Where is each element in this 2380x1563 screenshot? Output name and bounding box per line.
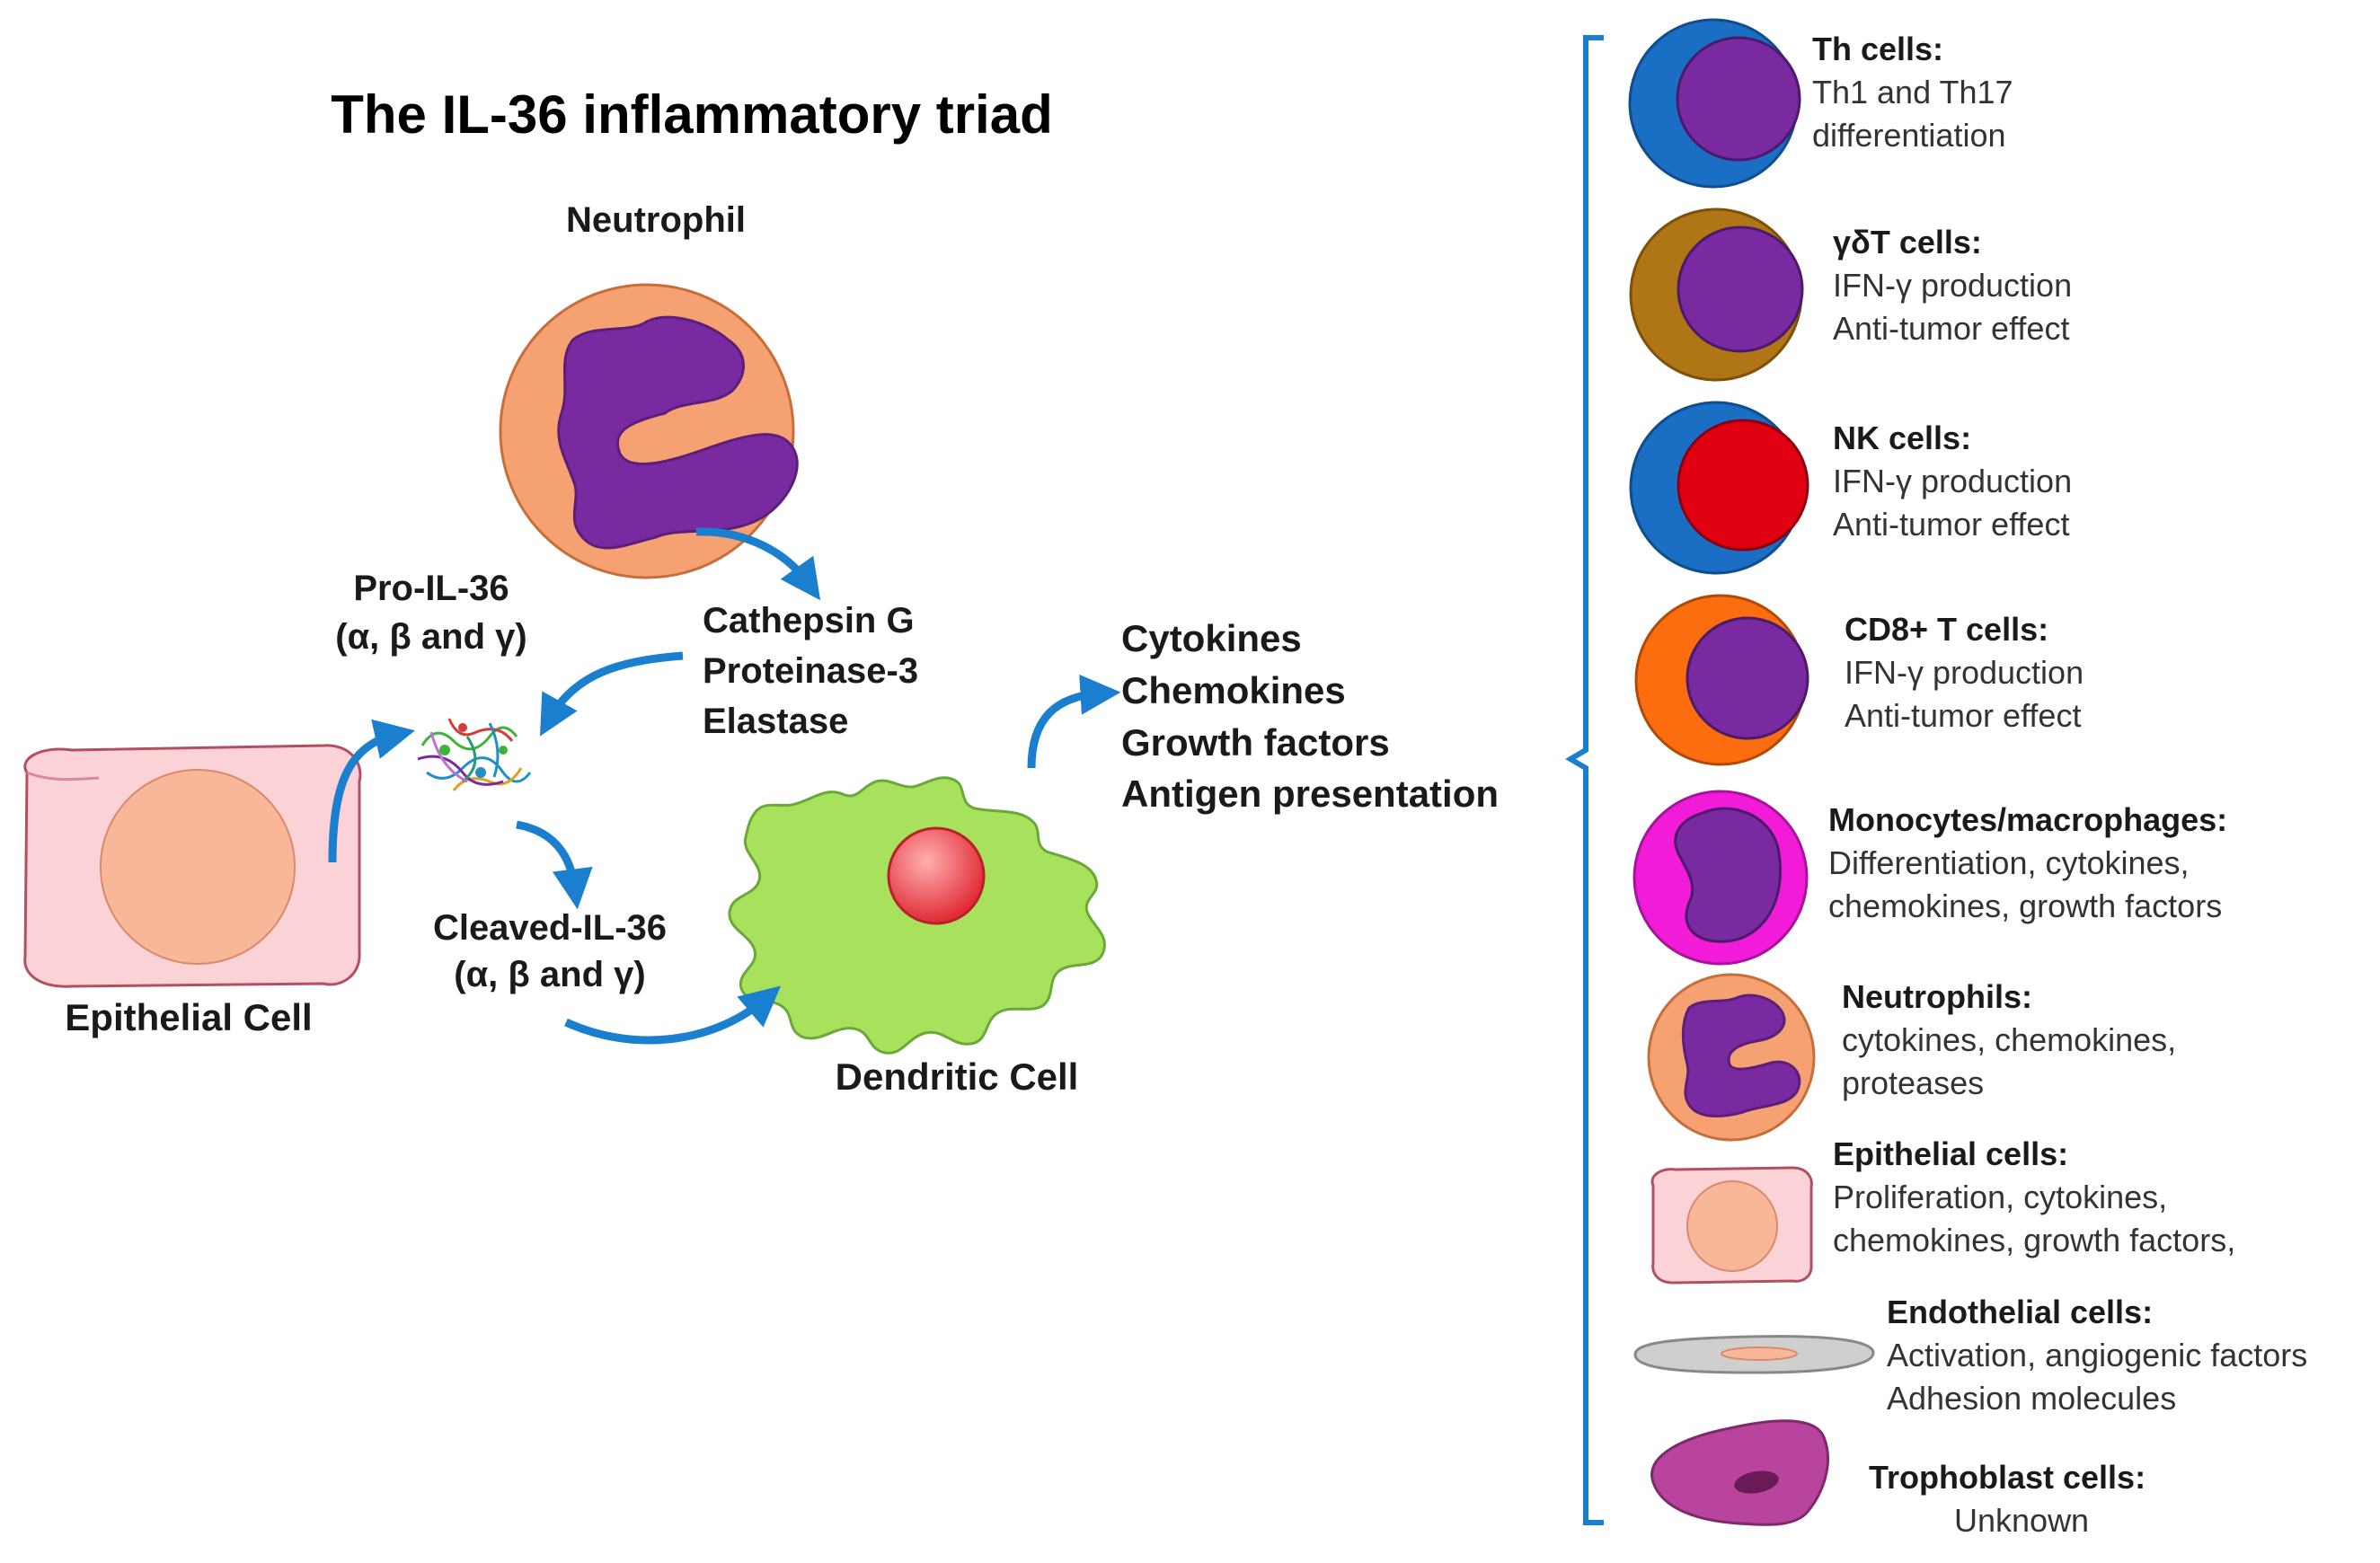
target-8-effect-0: Unknown: [1954, 1502, 2089, 1539]
dendritic-cell-icon: [728, 776, 1106, 1055]
target-2-name: NK cells:: [1833, 419, 1971, 456]
output-cytokines: Cytokines: [1121, 617, 1302, 659]
arrow-pro-il36-to-cleaved: [516, 820, 593, 910]
protease-elastase: Elastase: [703, 702, 848, 741]
target-0-name: Th cells:: [1812, 31, 1943, 67]
protease-proteinase-3: Proteinase-3: [703, 651, 918, 691]
target-3-effect-0: IFN-γ production: [1845, 654, 2084, 691]
target-7-effect-0: Activation, angiogenic factors: [1887, 1337, 2307, 1373]
target-5-effect-0: cytokines, chemokines,: [1842, 1021, 2176, 1058]
pro-il36-isoforms: (α, β and γ): [335, 617, 526, 657]
arrow-cleaved-to-dendritic: [564, 985, 782, 1045]
endothelial-cell-small-icon: [1633, 1335, 1875, 1374]
target-2-effect-1: Anti-tumor effect: [1833, 506, 2069, 543]
arrow-proteases-to-pro-il36: [539, 651, 684, 737]
target-4-effect-0: Differentiation, cytokines,: [1828, 844, 2190, 881]
cd8-t-cell-icon: [1634, 594, 1809, 766]
target-cell-list: Th cells: Th1 and Th17 differentiation γδT …: [1812, 31, 2307, 1539]
target-8-name: Trophoblast cells:: [1869, 1459, 2146, 1496]
target-7-effect-1: Adhesion molecules: [1887, 1380, 2176, 1417]
neutrophil-icon: [499, 283, 799, 579]
target-3-name: CD8+ T cells:: [1845, 611, 2048, 648]
target-5-effect-1: proteases: [1842, 1064, 1984, 1101]
target-3-effect-1: Anti-tumor effect: [1845, 697, 2081, 734]
arrow-epithelial-to-pro-il36: [328, 719, 415, 863]
nk-cell-icon: [1629, 401, 1809, 575]
target-2-effect-0: IFN-γ production: [1833, 463, 2072, 499]
output-antigen-presentation: Antigen presentation: [1121, 773, 1499, 815]
cleaved-il36-label: Cleaved-IL-36: [433, 908, 667, 948]
target-1-effect-0: IFN-γ production: [1833, 267, 2072, 304]
target-1-name: γδT cells:: [1833, 224, 1982, 260]
neutrophil-label: Neutrophil: [566, 200, 746, 240]
pro-il36-label: Pro-IL-36: [353, 569, 509, 608]
target-0-effect-0: Th1 and Th17: [1812, 74, 2013, 110]
gd-t-cell-icon: [1629, 208, 1804, 382]
target-cells-bracket: [1565, 35, 1604, 1525]
target-6-effect-1: chemokines, growth factors,: [1833, 1222, 2235, 1258]
pathway-arrows: [328, 527, 1121, 1045]
trophoblast-cell-small-icon: [1650, 1419, 1829, 1526]
neutrophil-small-icon: [1647, 973, 1816, 1142]
protease-cathepsin-g: Cathepsin G: [703, 601, 915, 640]
epithelial-cell-icon: [23, 744, 362, 988]
il36-protein-icon: [417, 718, 532, 791]
target-4-name: Monocytes/macrophages:: [1828, 801, 2227, 838]
macrophage-icon: [1632, 790, 1809, 966]
epithelial-cell-small-icon: [1650, 1166, 1813, 1285]
th-cell-icon: [1628, 18, 1801, 189]
target-7-name: Endothelial cells:: [1887, 1294, 2153, 1330]
dendritic-cell-label: Dendritic Cell: [836, 1055, 1079, 1098]
arrow-neutrophil-to-proteases: [695, 527, 821, 601]
target-6-effect-0: Proliferation, cytokines,: [1833, 1179, 2167, 1215]
target-6-name: Epithelial cells:: [1833, 1135, 2068, 1172]
output-growth-factors: Growth factors: [1121, 721, 1390, 764]
diagram-title: The IL-36 inflammatory triad: [331, 84, 1053, 145]
target-4-effect-1: chemokines, growth factors: [1828, 887, 2222, 924]
target-1-effect-1: Anti-tumor effect: [1833, 310, 2069, 347]
arrow-dendritic-to-outputs: [1027, 674, 1121, 769]
cleaved-il36-isoforms: (α, β and γ): [454, 955, 645, 994]
target-0-effect-1: differentiation: [1812, 117, 2006, 154]
target-5-name: Neutrophils:: [1842, 978, 2032, 1015]
epithelial-cell-label: Epithelial Cell: [65, 996, 312, 1038]
output-chemokines: Chemokines: [1121, 669, 1346, 711]
